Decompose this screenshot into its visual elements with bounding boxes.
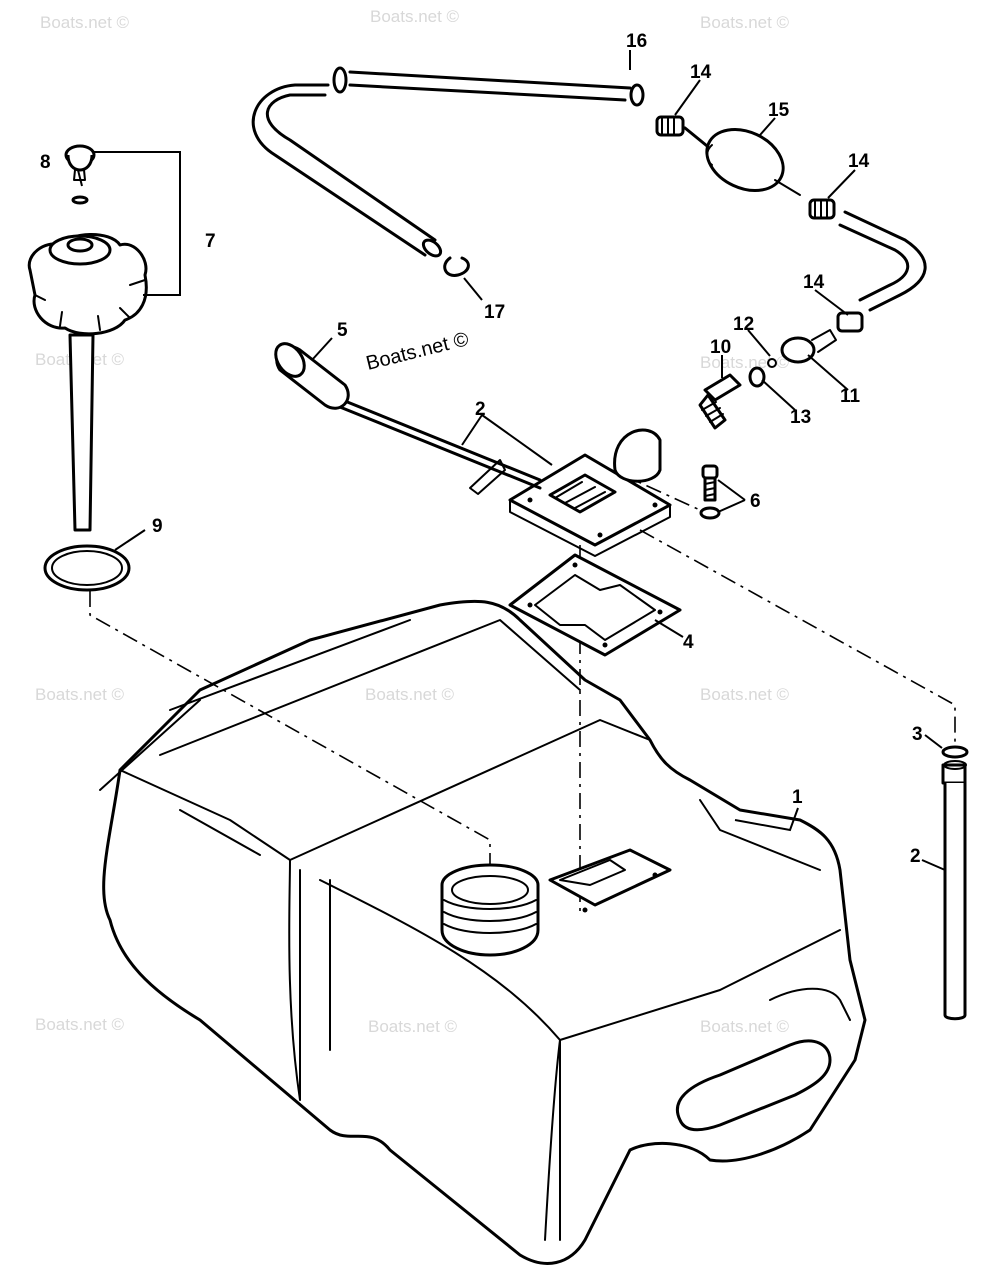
callout-9: 9 xyxy=(152,516,163,537)
callout-labels: 1 2 2 3 4 5 6 7 8 9 10 11 12 13 14 14 14… xyxy=(40,31,923,867)
callout-17: 17 xyxy=(484,302,505,323)
callout-14: 14 xyxy=(690,62,712,83)
callout-10: 10 xyxy=(710,337,731,358)
watermark-layer: Boats.net © Boats.net © Boats.net © Boat… xyxy=(35,7,790,1036)
watermark: Boats.net © xyxy=(370,7,460,26)
callout-16: 16 xyxy=(626,31,647,52)
callout-4: 4 xyxy=(683,632,694,653)
callout-3: 3 xyxy=(912,724,923,745)
callout-6: 6 xyxy=(750,491,761,512)
callout-7: 7 xyxy=(205,231,216,252)
fuel-line-assembly xyxy=(251,66,927,430)
watermark: Boats.net © xyxy=(35,685,125,704)
fuel-tank xyxy=(99,599,867,1265)
watermark-main: Boats.net © xyxy=(364,328,471,375)
callout-14: 14 xyxy=(803,272,825,293)
pickup-plate xyxy=(328,393,672,557)
fill-cap-assembly xyxy=(27,144,181,592)
watermark: Boats.net © xyxy=(700,1017,790,1036)
leader-lines xyxy=(77,50,946,871)
watermark: Boats.net © xyxy=(35,1015,125,1034)
watermark: Boats.net © xyxy=(700,13,790,32)
callout-14: 14 xyxy=(848,151,870,172)
pickup-tube xyxy=(941,745,969,1021)
callout-2: 2 xyxy=(475,399,486,420)
screw-and-washer xyxy=(699,464,721,520)
watermark: Boats.net © xyxy=(368,1017,458,1036)
callout-8: 8 xyxy=(40,152,51,173)
callout-15: 15 xyxy=(768,100,790,121)
float xyxy=(274,342,350,410)
callout-13: 13 xyxy=(790,407,811,428)
callout-5: 5 xyxy=(337,320,348,341)
callout-12: 12 xyxy=(733,314,754,335)
callout-11: 11 xyxy=(840,386,861,407)
callout-1: 1 xyxy=(792,787,803,808)
callout-2: 2 xyxy=(910,846,921,867)
watermark: Boats.net © xyxy=(700,685,790,704)
watermark: Boats.net © xyxy=(365,685,455,704)
gasket xyxy=(508,553,682,657)
watermark: Boats.net © xyxy=(40,13,130,32)
assembly-lines xyxy=(89,459,956,915)
